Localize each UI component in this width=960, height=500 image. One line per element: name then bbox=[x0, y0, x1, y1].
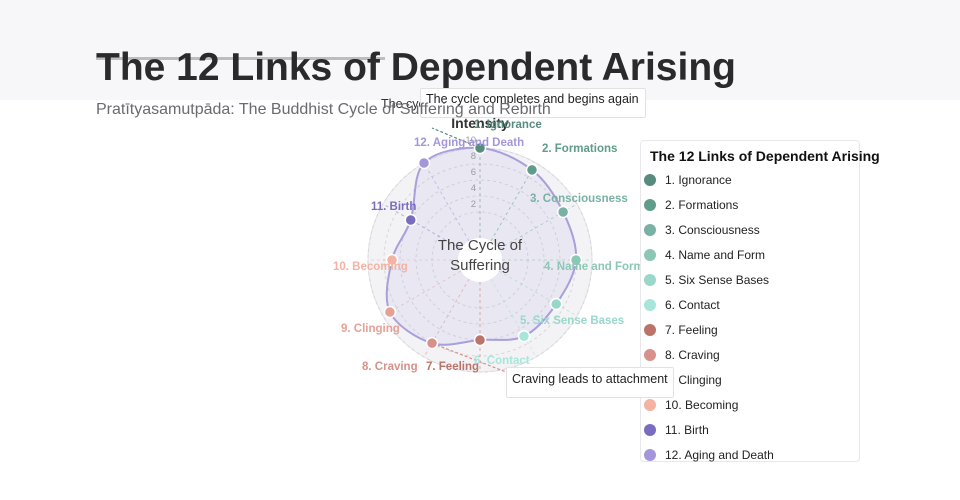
page-title: The 12 Links of Dependent Arising bbox=[96, 46, 736, 89]
spoke-line bbox=[498, 270, 578, 317]
spoke-line bbox=[490, 162, 537, 242]
legend-label: 9. Clinging bbox=[665, 373, 722, 387]
page-subtitle: Pratītyasamutpāda: The Buddhist Cycle of… bbox=[96, 101, 551, 118]
data-point[interactable] bbox=[404, 213, 417, 227]
spoke-line bbox=[490, 278, 537, 358]
data-point[interactable] bbox=[517, 329, 531, 343]
data-point[interactable] bbox=[525, 163, 539, 177]
link-label: 7. Feeling bbox=[426, 361, 479, 373]
legend-swatch bbox=[644, 249, 656, 261]
spoke-line bbox=[423, 162, 470, 242]
data-point[interactable] bbox=[473, 333, 487, 347]
center-label: The Cycle of bbox=[438, 237, 523, 254]
legend-swatch bbox=[644, 299, 656, 311]
data-point[interactable] bbox=[549, 297, 563, 311]
legend-swatch bbox=[644, 424, 656, 436]
legend-item[interactable]: 5. Six Sense Bases bbox=[641, 272, 853, 288]
link-label: 6. Contact bbox=[474, 355, 530, 367]
annotation-text: Craving leads to attachment bbox=[512, 372, 668, 386]
link-label: 11. Birth bbox=[371, 201, 416, 213]
annotation-craving: Craving leads to attachment bbox=[506, 367, 674, 398]
legend-swatch bbox=[644, 349, 656, 361]
data-point[interactable] bbox=[385, 253, 399, 267]
data-point[interactable] bbox=[473, 141, 487, 155]
header-band bbox=[0, 0, 960, 100]
legend-label: 3. Consciousness bbox=[665, 223, 760, 237]
data-point[interactable] bbox=[569, 253, 583, 267]
annotation-leader-line bbox=[431, 342, 507, 373]
legend-item[interactable]: 3. Consciousness bbox=[641, 222, 853, 238]
tick-label: 10 bbox=[465, 135, 476, 146]
legend-swatch bbox=[644, 399, 656, 411]
center-label: Suffering bbox=[450, 257, 510, 274]
legend-swatch bbox=[644, 224, 656, 236]
data-point[interactable] bbox=[556, 205, 570, 219]
center-hole bbox=[458, 238, 502, 282]
legend-label: 2. Formations bbox=[665, 198, 739, 212]
link-label: 3. Consciousness bbox=[530, 193, 628, 205]
legend-swatch bbox=[644, 199, 656, 211]
tick-label: 6 bbox=[471, 167, 476, 178]
legend-label: 7. Feeling bbox=[665, 323, 718, 337]
annotation-text: The cycle completes and begins again bbox=[426, 92, 639, 106]
link-label: 5. Six Sense Bases bbox=[520, 315, 624, 327]
legend-item[interactable]: 2. Formations bbox=[641, 197, 853, 213]
link-label: 12. Aging and Death bbox=[414, 137, 524, 149]
legend-title: The 12 Links of Dependent Arising bbox=[650, 148, 880, 164]
link-label: 9. Clinging bbox=[341, 323, 400, 335]
legend-item[interactable]: 8. Craving bbox=[641, 347, 853, 363]
legend-swatch bbox=[644, 274, 656, 286]
link-label: 8. Craving bbox=[362, 361, 418, 373]
legend-swatch bbox=[644, 174, 656, 186]
legend-label: 5. Six Sense Bases bbox=[665, 273, 770, 287]
link-label: 4. Name and Form bbox=[544, 261, 644, 273]
legend-swatch bbox=[644, 324, 656, 336]
grid-ring bbox=[399, 179, 561, 341]
tick-label: 4 bbox=[471, 183, 476, 194]
legend-item[interactable]: 4. Name and Form bbox=[641, 247, 853, 263]
legend-label: 8. Craving bbox=[665, 348, 720, 362]
legend-label: 4. Name and Form bbox=[665, 248, 766, 262]
spoke-line bbox=[498, 203, 578, 250]
legend-item[interactable]: 12. Aging and Death bbox=[641, 447, 853, 463]
data-point[interactable] bbox=[425, 336, 439, 350]
spoke-line bbox=[382, 203, 462, 250]
spoke-line bbox=[382, 270, 462, 317]
tick-label: 8 bbox=[471, 151, 476, 162]
chart-legend: The 12 Links of Dependent Arising 1. Ign… bbox=[640, 140, 880, 463]
legend-swatch bbox=[644, 449, 656, 461]
data-point[interactable] bbox=[417, 156, 431, 170]
annotation-cycle-completes: The cycle completes and begins again bbox=[420, 88, 646, 118]
radial-axis-title: Intensity bbox=[451, 115, 509, 131]
tick-label: 2 bbox=[471, 199, 476, 210]
legend-item[interactable]: 6. Contact bbox=[641, 297, 853, 313]
legend-label: 11. Birth bbox=[665, 423, 709, 437]
annotation-leader-line bbox=[431, 127, 481, 149]
grid-ring bbox=[367, 147, 593, 373]
link-label: 2. Formations bbox=[542, 143, 617, 155]
link-label: 10. Becoming bbox=[333, 261, 408, 273]
data-point[interactable] bbox=[383, 305, 397, 319]
legend-item[interactable]: 1. Ignorance bbox=[641, 172, 853, 188]
title-rule bbox=[96, 57, 385, 60]
legend-item[interactable]: 10. Becoming bbox=[641, 397, 853, 413]
legend-label: 6. Contact bbox=[665, 298, 720, 312]
legend-item[interactable]: 7. Feeling bbox=[641, 322, 853, 338]
legend-label: 12. Aging and Death bbox=[665, 448, 774, 462]
legend-label: 1. Ignorance bbox=[665, 173, 732, 187]
legend-label: 10. Becoming bbox=[665, 398, 739, 412]
legend-item[interactable]: 11. Birth bbox=[641, 422, 853, 438]
link-label: 1. Ignorance bbox=[474, 119, 542, 131]
